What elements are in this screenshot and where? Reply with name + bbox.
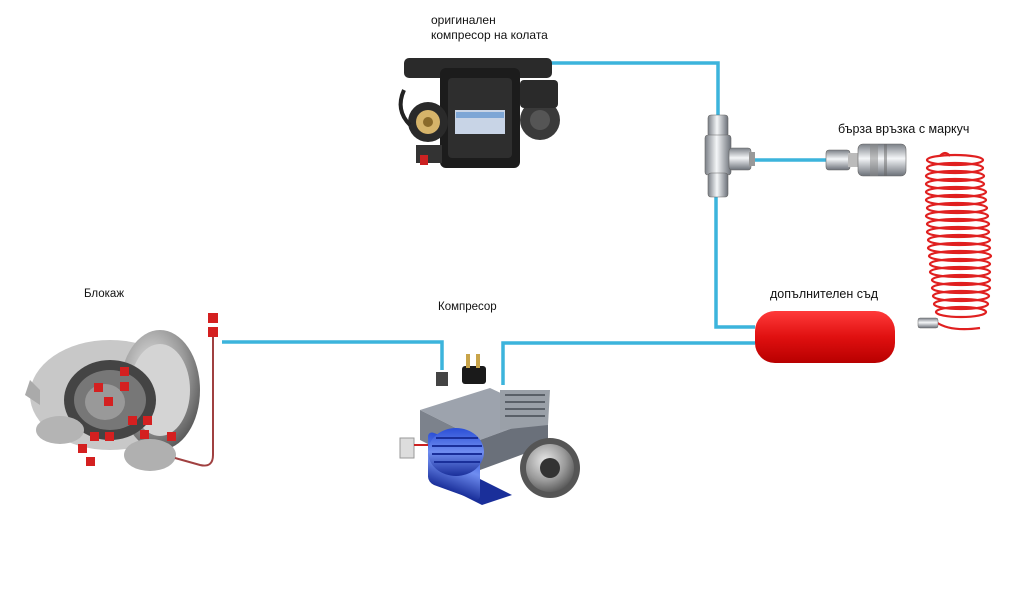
locker-label: Блокаж xyxy=(84,288,125,300)
pipe-tee-to-tank xyxy=(714,195,755,329)
original-compressor-label-line1: оригинален xyxy=(431,13,496,27)
extra-tank-label: допълнителен съд xyxy=(770,287,879,301)
hose-end-fitting xyxy=(917,317,939,329)
pipe-original-to-tee xyxy=(548,61,720,125)
compressor-icon xyxy=(399,354,580,505)
extra-tank-icon xyxy=(755,311,895,363)
tee-fitting-icon xyxy=(704,114,755,198)
original-compressor-label-line2: компресор на колата xyxy=(431,28,548,42)
pipe-locker-to-compressor xyxy=(222,340,444,370)
compressor-label: Компресор xyxy=(438,301,497,313)
original-compressor-label: оригинален компресор на колата xyxy=(431,13,548,43)
coiled-hose-icon xyxy=(924,151,993,331)
locker-icon xyxy=(25,313,218,471)
pipe-compressor-to-tank xyxy=(501,341,755,385)
original-compressor-icon xyxy=(398,58,560,168)
pipe-lines xyxy=(222,61,830,385)
quick-connect-label: бърза връзка с маркуч xyxy=(838,122,970,136)
quick-coupler-icon xyxy=(825,143,907,177)
